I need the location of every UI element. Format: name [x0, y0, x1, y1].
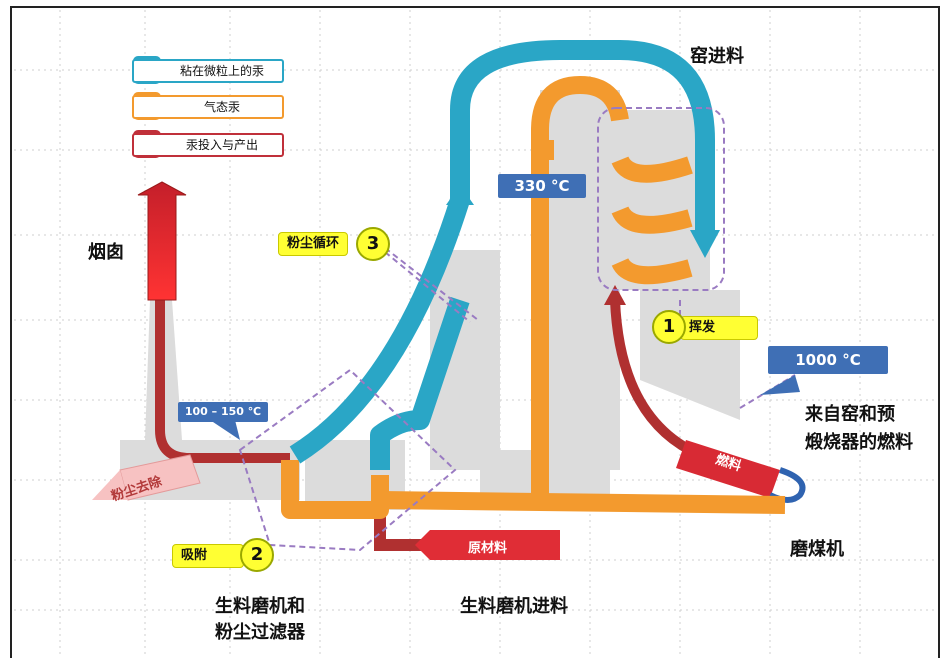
label-raw-mill-filter-2: 粉尘过滤器: [215, 622, 305, 643]
label-fuel-source-2: 煅烧器的燃料: [805, 432, 913, 453]
label-coal-mill: 磨煤机: [790, 539, 844, 560]
arrow-label-raw-material: 原材料: [468, 541, 508, 556]
step-1-number: 1: [652, 310, 686, 344]
label-raw-mill-feed: 生料磨机进料: [460, 596, 568, 617]
label-fuel-source-1: 来自窑和预: [805, 404, 895, 425]
step-2-number: 2: [240, 538, 274, 572]
legend-label-gas: 气态汞: [132, 95, 284, 119]
step-3-number: 3: [356, 227, 390, 261]
temp-330: 330 °C: [498, 174, 586, 198]
temp-100-150: 100 – 150 ℃: [178, 402, 268, 422]
step-3-label: 粉尘循环: [278, 232, 349, 256]
step-2-label: 吸附: [172, 544, 244, 568]
legend-label-io: 汞投入与产出: [132, 133, 284, 157]
background-grid: [14, 10, 936, 655]
label-kiln-feed: 窑进料: [690, 46, 744, 67]
figure-frame: [10, 6, 940, 658]
label-raw-mill-filter-1: 生料磨机和: [215, 596, 305, 617]
step-1-label: 挥发: [680, 316, 758, 340]
gaseous-mercury-flows: [281, 76, 786, 519]
legend-label-particle: 粘在微粒上的汞: [132, 59, 284, 83]
particle-arrowheads: [446, 185, 720, 258]
particle-mercury-flows: [289, 40, 715, 470]
label-chimney: 烟囱: [88, 242, 124, 263]
temp-1000: 1000 °C: [768, 346, 888, 374]
